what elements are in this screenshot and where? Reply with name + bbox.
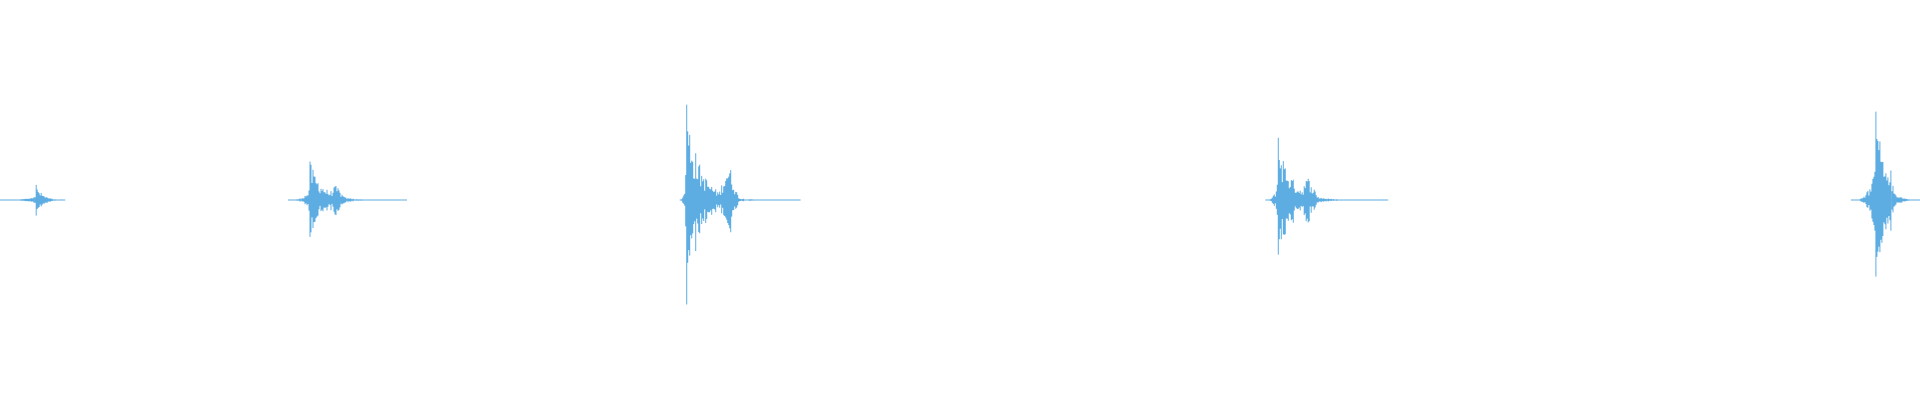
clip-waveform — [1266, 137, 1366, 255]
waveform-clip-4[interactable] — [1265, 137, 1389, 255]
waveform-clip-3[interactable] — [679, 104, 801, 305]
clip-waveform — [1854, 111, 1919, 277]
waveform-clip-5[interactable] — [1850, 111, 1920, 277]
clip-waveform — [291, 161, 387, 237]
clip-waveform — [8, 184, 65, 216]
waveform-clip-2[interactable] — [288, 161, 407, 237]
clip-waveform — [681, 104, 781, 305]
waveform-clip-1[interactable] — [0, 184, 66, 216]
